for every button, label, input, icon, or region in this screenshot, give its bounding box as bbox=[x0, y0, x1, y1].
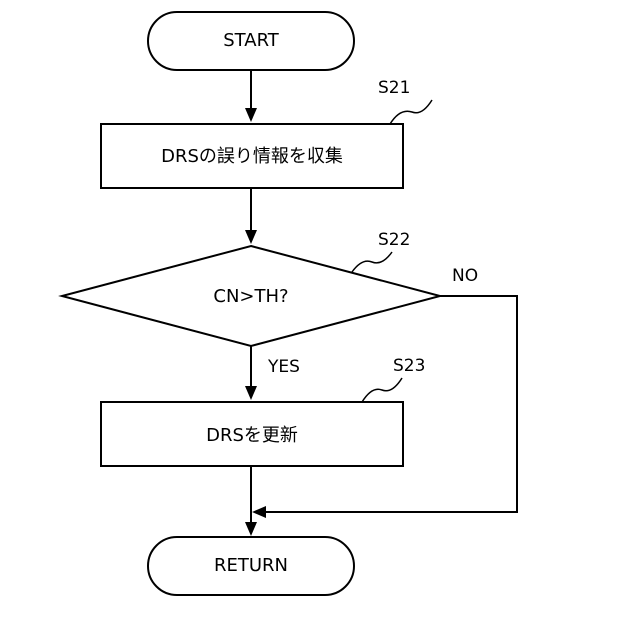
step-id-s22: S22 bbox=[378, 230, 410, 250]
arrowhead-left bbox=[252, 506, 266, 518]
return-label: RETURN bbox=[214, 555, 288, 576]
step-id-s23: S23 bbox=[393, 356, 425, 376]
step-leader-s23 bbox=[362, 378, 402, 402]
step-id-s21: S21 bbox=[378, 78, 410, 98]
start-label: START bbox=[223, 30, 280, 51]
step-leader-s21 bbox=[390, 100, 432, 124]
arrow-start-to-s21 bbox=[245, 70, 257, 122]
process-label-s21: DRSの誤り情報を収集 bbox=[161, 146, 343, 167]
process-label-s23: DRSを更新 bbox=[206, 425, 298, 446]
process-step-s23: DRSを更新 S23 bbox=[101, 356, 425, 466]
no-label: NO bbox=[452, 266, 478, 286]
return-terminator: RETURN bbox=[148, 537, 354, 595]
arrowhead-down bbox=[245, 230, 257, 244]
arrowhead-down bbox=[245, 386, 257, 400]
arrowhead-down bbox=[245, 108, 257, 122]
yes-label: YES bbox=[267, 357, 300, 377]
arrow-s23-to-return bbox=[245, 466, 257, 536]
arrow-s21-to-s22 bbox=[245, 188, 257, 244]
decision-s22: CN>TH? S22 bbox=[62, 230, 440, 346]
arrowhead-down bbox=[245, 522, 257, 536]
step-leader-s22 bbox=[352, 252, 392, 272]
start-terminator: START bbox=[148, 12, 354, 70]
process-step-s21: DRSの誤り情報を収集 S21 bbox=[101, 78, 432, 188]
decision-label-s22: CN>TH? bbox=[213, 286, 288, 307]
yes-branch: YES bbox=[245, 346, 300, 400]
